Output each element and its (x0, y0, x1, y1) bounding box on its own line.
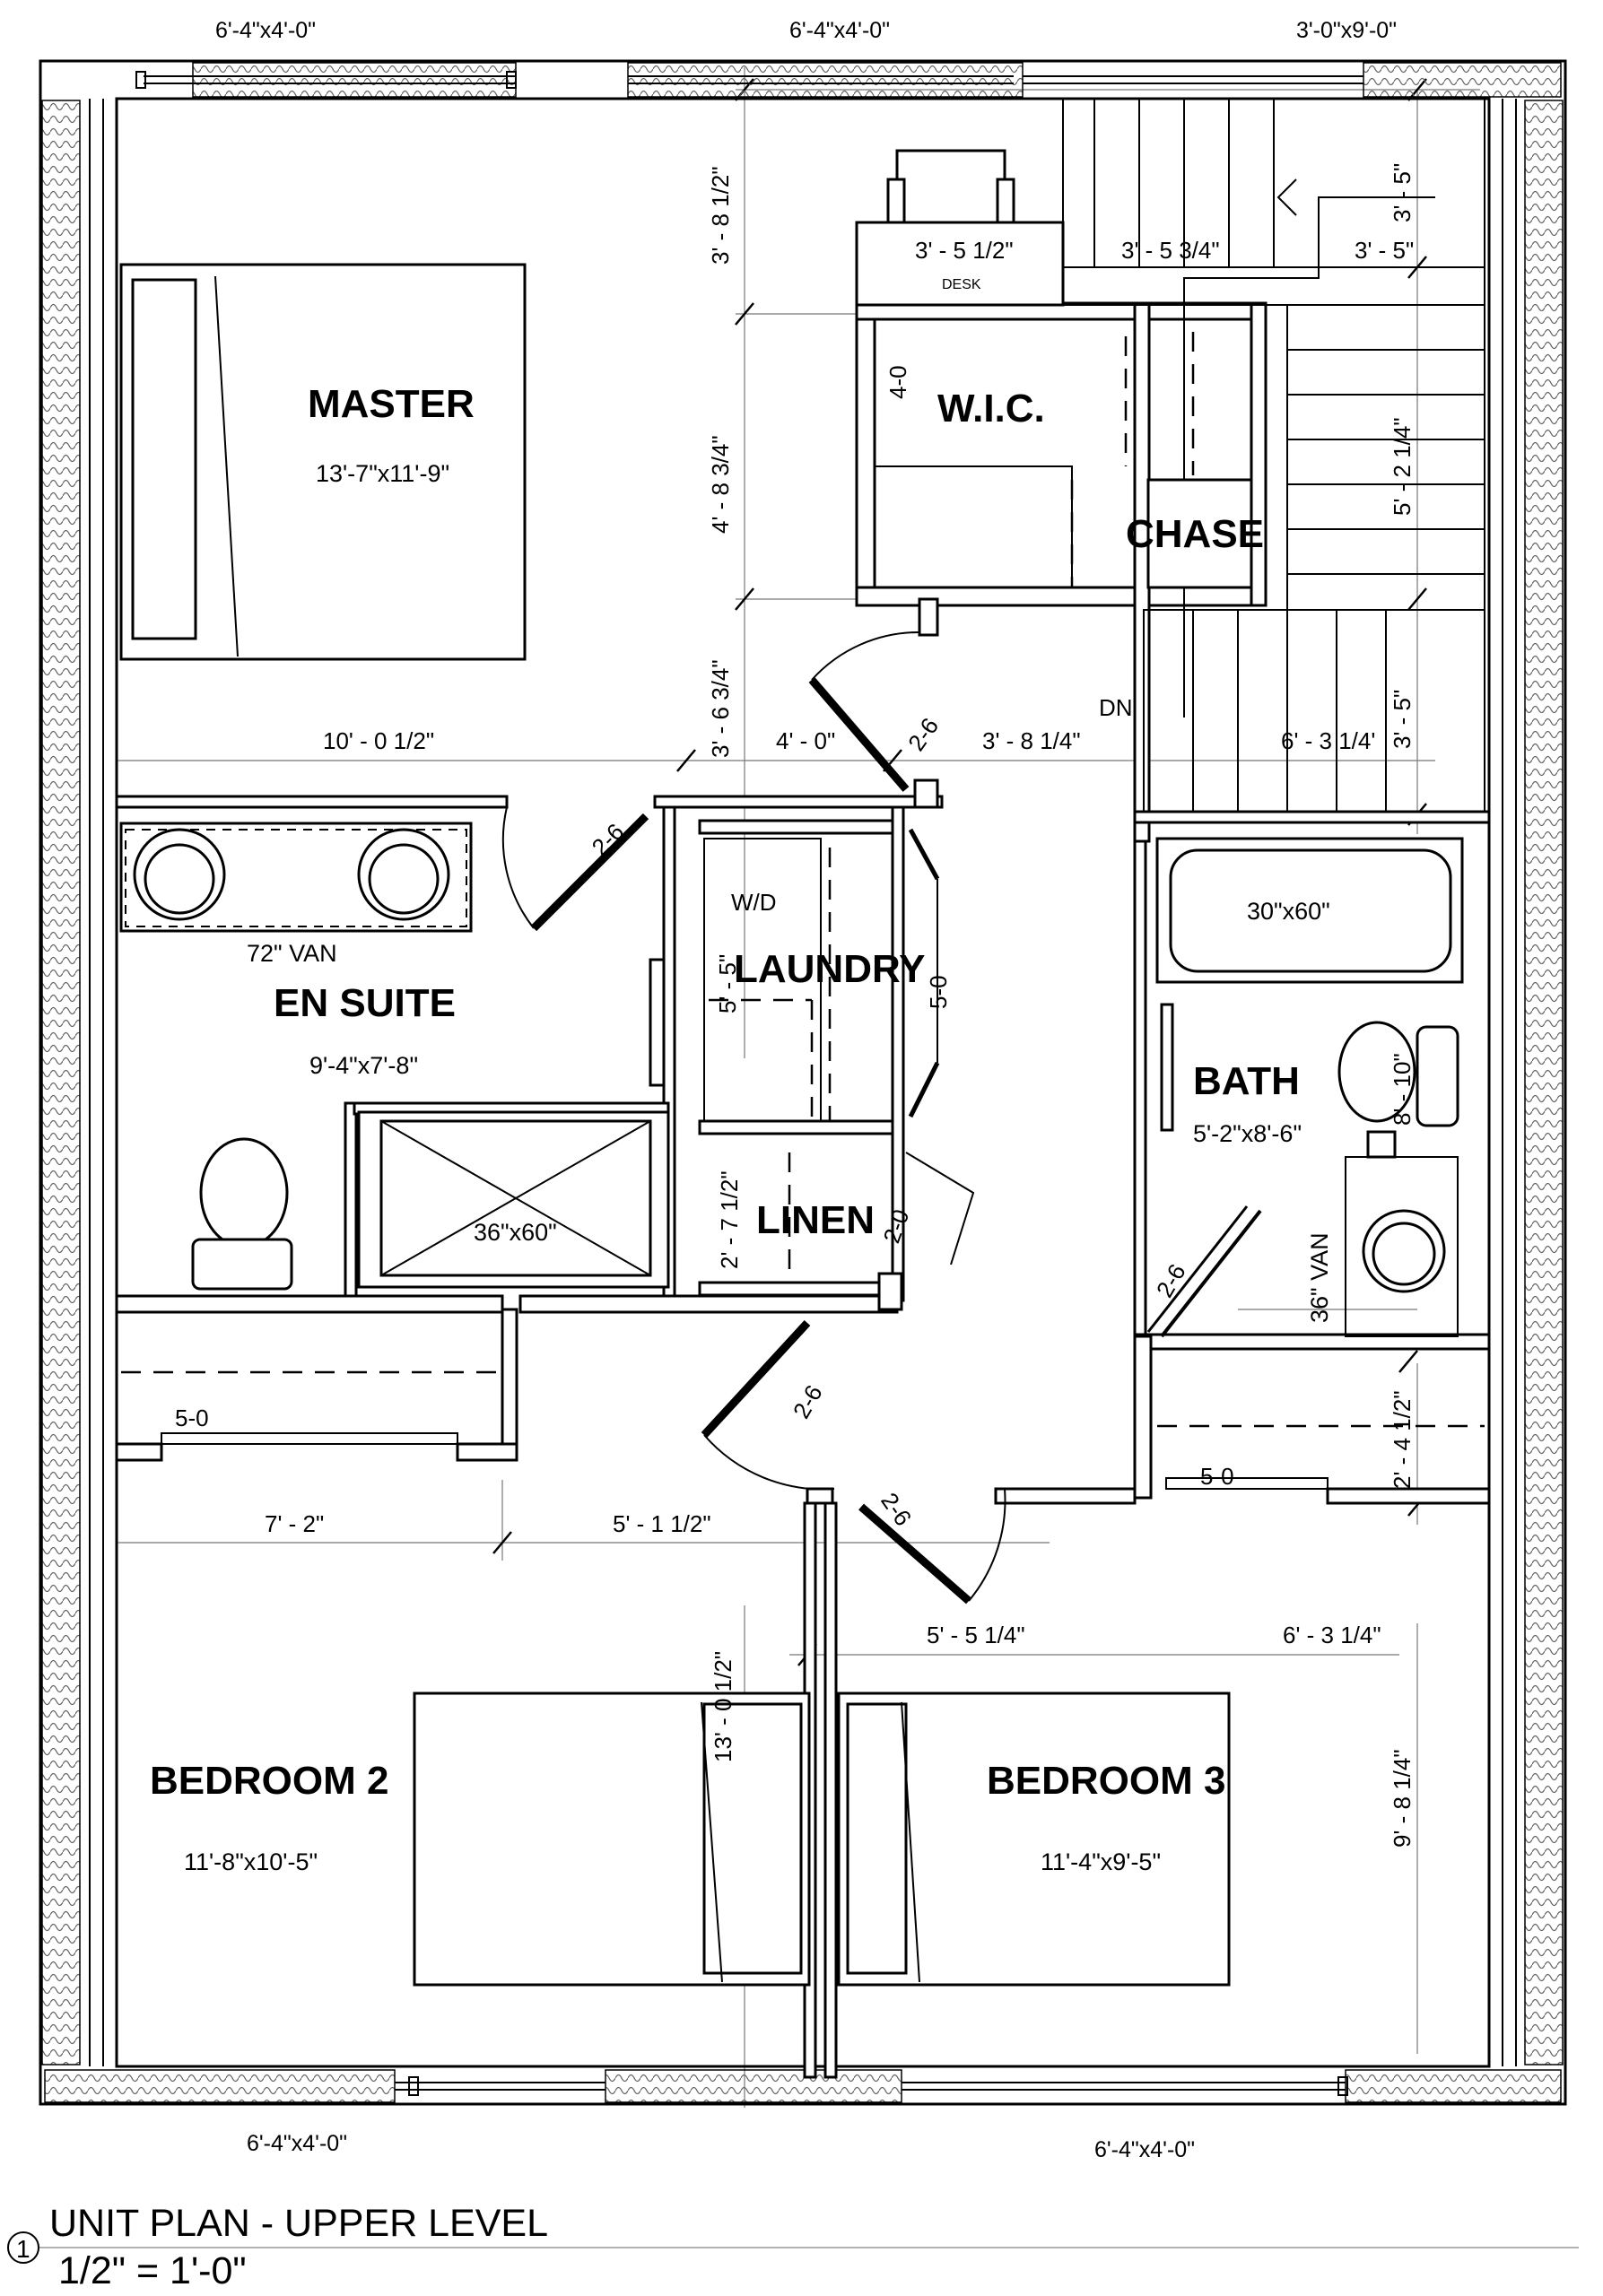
dim-stair-right: 3' - 5" (1355, 237, 1414, 264)
dim-bedrooms-v: 13' - 0 1/2" (710, 1651, 736, 1762)
dim-master-mid: 4' - 8 3/4" (707, 435, 734, 534)
shower-size-label: 36"x60" (474, 1219, 557, 1246)
door-label-en-suite: 2-6 (587, 818, 630, 861)
dim-stair-v-top: 3' - 5" (1389, 163, 1416, 222)
drawing-scale: 1/2" = 1'-0" (58, 2249, 247, 2292)
room-size-en-suite: 9'-4"x7'-8" (309, 1052, 418, 1079)
dim-desk-width: 3' - 5 1/2" (915, 237, 1014, 264)
window-label-top-right: 3'-0"x9'-0" (1296, 18, 1397, 43)
interior-walls (115, 301, 1491, 2079)
laundry-fixtures (703, 838, 832, 1283)
dim-closet-2: 5-0 (175, 1405, 209, 1431)
desk-label: DESK (942, 277, 981, 292)
door-label-linen: 2-0 (877, 1205, 914, 1247)
dim-bedroom-2-right: 5' - 1 1/2" (613, 1510, 711, 1537)
dim-stair-width: 3' - 5 3/4" (1121, 237, 1220, 264)
dim-closet-3: 5-0 (1200, 1463, 1234, 1490)
dim-laundry-v: 5' - 5" (714, 954, 741, 1013)
en-suite-fixtures (119, 822, 670, 1291)
room-label-bath: BATH (1193, 1059, 1300, 1103)
tub-size-label: 30"x60" (1247, 898, 1330, 925)
desk (855, 149, 1065, 307)
dim-master-upper: 3' - 8 1/2" (707, 166, 734, 265)
room-label-linen: LINEN (756, 1198, 875, 1242)
dim-linen-v: 2' - 7 1/2" (716, 1170, 743, 1269)
dim-bedroom-3-right: 6' - 3 1/4" (1283, 1622, 1381, 1648)
wic-interior (875, 332, 1253, 589)
dim-master-lower: 3' - 6 3/4" (707, 659, 734, 758)
bath-fixtures (1155, 837, 1464, 1337)
room-label-wic: W.I.C. (937, 387, 1045, 430)
dim-upper-6-3: 6' - 3 1/4' (1281, 727, 1375, 754)
room-size-bedroom-3: 11'-4"x9'-5" (1041, 1848, 1161, 1875)
vanity-72-label: 72" VAN (247, 940, 337, 967)
dim-hall-3-8: 3' - 8 1/4" (982, 727, 1081, 754)
window-label-bottom-left: 6'-4"x4'-0" (247, 2131, 347, 2156)
window-label-bottom-right: 6'-4"x4'-0" (1094, 2137, 1195, 2162)
dim-bedroom-3-left: 5' - 5 1/4" (927, 1622, 1025, 1648)
stair-down-label: DN (1099, 694, 1133, 721)
room-label-master: MASTER (308, 382, 475, 426)
dim-stair-v-bot: 3' - 5" (1389, 690, 1416, 749)
dim-bedroom-2-left: 7' - 2" (265, 1510, 324, 1537)
dim-bath-wc: 8' - 10" (1389, 1053, 1416, 1126)
beds (119, 263, 1231, 1987)
door-label-master: 2-6 (902, 713, 944, 756)
drawing-title: UNIT PLAN - UPPER LEVEL (49, 2202, 548, 2245)
exterior-walls (39, 59, 1567, 2106)
room-label-laundry: LAUNDRY (734, 947, 925, 991)
dim-bedroom-3-v: 9' - 8 1/4" (1389, 1749, 1416, 1848)
door-label-bath: 2-6 (1151, 1259, 1191, 1302)
door-label-bedroom-2: 2-6 (788, 1380, 828, 1423)
window-label-top-left: 6'-4"x4'-0" (215, 18, 316, 43)
dim-stair-v-mid: 5' - 2 1/4" (1389, 417, 1416, 516)
closets (121, 1370, 1485, 1490)
window-label-top-center: 6'-4"x4'-0" (789, 18, 890, 43)
dim-closet-v: 2' - 4 1/2" (1389, 1390, 1416, 1489)
room-label-chase: CHASE (1126, 512, 1264, 556)
drawing-number: 1 (16, 2235, 30, 2263)
stairs (1062, 98, 1485, 813)
room-size-bedroom-2: 11'-8"x10'-5" (184, 1848, 318, 1875)
dim-laundry-door: 5-0 (925, 975, 952, 1009)
dim-wic-4-0: 4-0 (884, 365, 911, 399)
room-label-bedroom-3: BEDROOM 3 (987, 1759, 1225, 1803)
dim-hall-4-0: 4' - 0" (776, 727, 835, 754)
room-size-bath: 5'-2"x8'-6" (1193, 1120, 1302, 1147)
vanity-36-label: 36" VAN (1306, 1232, 1333, 1323)
dim-master-width: 10' - 0 1/2" (323, 727, 434, 754)
room-label-bedroom-2: BEDROOM 2 (150, 1759, 388, 1803)
room-size-master: 13'-7"x11'-9" (316, 460, 449, 487)
doors (501, 631, 1262, 1605)
washer-dryer-label: W/D (731, 889, 777, 916)
windows (135, 71, 1363, 2096)
room-label-en-suite: EN SUITE (274, 981, 456, 1025)
plan-caption: 1 UNIT PLAN - UPPER LEVEL 1/2" = 1'-0" (7, 2202, 1579, 2292)
